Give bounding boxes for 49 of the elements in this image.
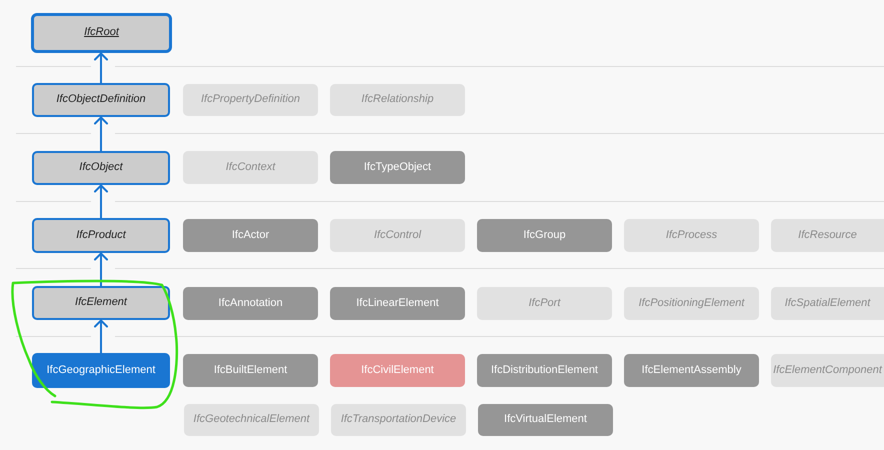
class-name: IfcSpatialElement [784,296,870,310]
inheritance-arrow [94,252,108,286]
class-name: IfcPropertyDefinition [200,93,300,107]
class-name: IfcGroup [523,228,566,242]
class-name: IfcTransportationDevice [340,413,456,427]
inheritance-arrow [94,52,108,83]
class-name: IfcPositioningElement [638,296,744,310]
class-name: IfcResource [798,228,857,242]
class-name: IfcGeographicElement [46,364,156,378]
class-box [478,404,613,436]
class-box [477,219,612,252]
class-box [624,354,759,387]
class-box [31,13,172,53]
class-box [32,218,170,253]
class-box [32,151,170,185]
class-name: IfcElementAssembly [642,364,742,378]
class-name: IfcCivilElement [361,364,434,378]
class-name: IfcLinearElement [356,296,439,310]
class-box [183,287,318,320]
class-name: IfcProcess [666,228,718,242]
class-name: IfcVirtualElement [504,413,587,427]
class-name: IfcRoot [84,26,119,40]
class-box [330,354,465,387]
class-box [183,219,318,252]
class-name: IfcPort [528,296,560,310]
class-name: IfcElementComponent [773,364,882,378]
class-name: IfcObject [79,161,123,175]
class-name: IfcObjectDefinition [56,93,146,107]
class-name: IfcProduct [76,228,126,242]
inheritance-arrow [94,320,108,353]
class-box [330,287,465,320]
class-box [32,286,170,320]
class-box [32,353,170,388]
inheritance-arrow [94,184,108,218]
class-name: IfcBuiltElement [214,364,288,378]
class-name: IfcControl [374,228,422,242]
class-name: IfcActor [232,228,270,242]
class-name: IfcContext [226,160,276,174]
class-name: IfcGeotechnicalElement [193,413,310,427]
class-name: IfcElement [75,296,127,310]
class-name: IfcDistributionElement [491,364,598,378]
inheritance-arrow [94,116,108,151]
class-name: IfcAnnotation [218,296,283,310]
class-box [330,151,465,184]
class-name: IfcRelationship [361,93,434,107]
class-box [477,354,612,387]
class-box [32,83,170,117]
class-name: IfcTypeObject [364,160,432,174]
class-box [183,354,318,387]
